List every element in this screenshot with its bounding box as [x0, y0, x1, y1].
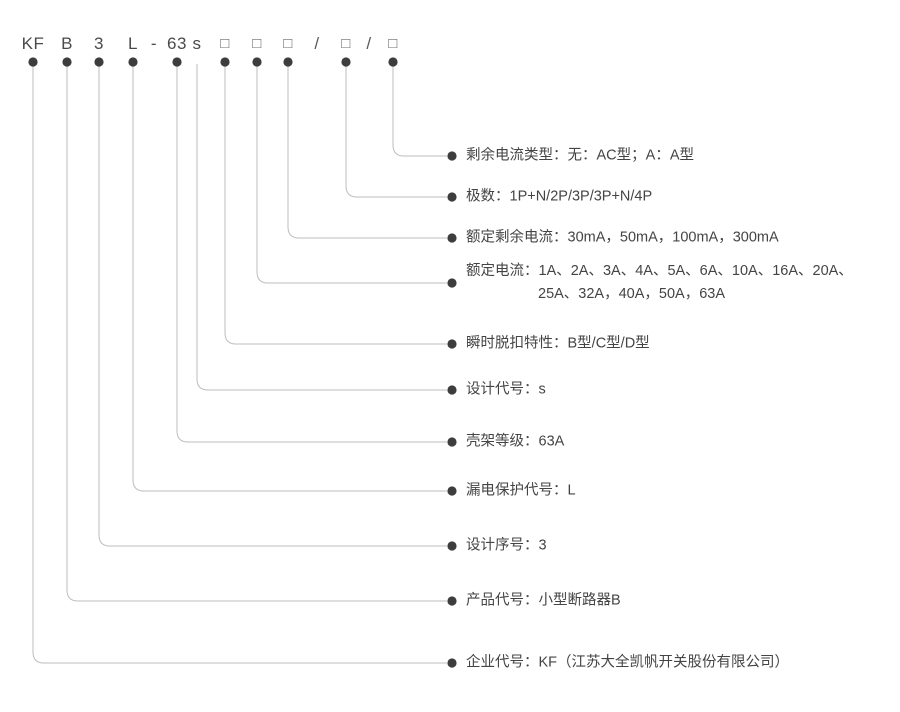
- callout-bullet-product-code: [447, 596, 457, 606]
- callout-text-primary: 额定剩余电流：30mA，50mA，100mA，300mA: [466, 229, 779, 246]
- code-token-4: -: [150, 34, 158, 53]
- connector-wire-enterprise-code: [32, 66, 447, 664]
- callout-label-product-code: 产品代号：小型断路器B: [466, 590, 621, 613]
- callout-bullet-design-code: [447, 385, 457, 395]
- code-marker-dot-2: [94, 57, 104, 67]
- code-token-9: □: [283, 35, 293, 52]
- connector-wire-rated-residual-current: [287, 66, 447, 239]
- code-marker-dot-5: [172, 57, 182, 67]
- callout-label-rated-residual-current: 额定剩余电流：30mA，50mA，100mA，300mA: [466, 227, 779, 250]
- code-token-12: /: [366, 34, 372, 53]
- code-token-0: KF: [21, 34, 45, 53]
- connector-wire-design-code: [196, 64, 447, 391]
- callout-bullet-enterprise-code: [447, 658, 457, 668]
- model-code-row: KF B 3 L-63 s □ □ □ / □ / □: [0, 32, 900, 58]
- callout-text-primary: 极数：1P+N/2P/3P/3P+N/4P: [466, 188, 653, 205]
- code-token-2: 3: [94, 34, 104, 53]
- code-token-3: L: [128, 34, 138, 53]
- callout-label-design-serial-number: 设计序号：3: [466, 535, 547, 558]
- callout-text-primary: 额定电流：1A、2A、3A、4A、5A、6A、10A、16A、20A、: [466, 263, 853, 279]
- callout-bullet-residual-current-type: [447, 151, 457, 161]
- callout-bullet-pole-count: [447, 192, 457, 202]
- connector-wire-residual-current-type: [392, 66, 447, 157]
- connector-wire-pole-count: [345, 66, 447, 198]
- code-token-6: s: [192, 34, 202, 53]
- callout-text-primary: 壳架等级：63A: [466, 433, 565, 450]
- callout-bullet-rated-residual-current: [447, 233, 457, 243]
- callout-label-residual-current-type: 剩余电流类型：无：AC型；A：A型: [466, 145, 694, 168]
- callout-bullet-rated-current: [447, 278, 457, 288]
- code-token-1: B: [61, 34, 73, 53]
- code-marker-dot-9: [283, 57, 293, 67]
- callout-text-primary: 瞬时脱扣特性：B型/C型/D型: [466, 335, 650, 352]
- code-marker-dot-13: [388, 57, 398, 67]
- callout-label-instantaneous-trip-characteristic: 瞬时脱扣特性：B型/C型/D型: [466, 333, 650, 356]
- code-marker-dot-0: [28, 57, 38, 67]
- connector-wire-design-serial-number: [98, 66, 447, 547]
- callout-bullet-design-serial-number: [447, 541, 457, 551]
- code-token-13: □: [388, 35, 398, 52]
- callout-bullet-earth-leakage-protection-code: [447, 486, 457, 496]
- callout-label-enterprise-code: 企业代号：KF（江苏大全凯帆开关股份有限公司）: [466, 652, 789, 675]
- code-marker-dot-1: [62, 57, 72, 67]
- callout-text-primary: 产品代号：小型断路器B: [466, 592, 621, 609]
- code-token-8: □: [252, 35, 262, 52]
- code-token-5: 63: [167, 34, 187, 53]
- callout-text-primary: 设计序号：3: [466, 537, 547, 554]
- callout-text-primary: 剩余电流类型：无：AC型；A：A型: [466, 147, 694, 164]
- connector-wire-product-code: [66, 66, 447, 602]
- code-marker-dot-7: [220, 57, 230, 67]
- callout-bullet-frame-rating: [447, 437, 457, 447]
- callout-text-primary: 设计代号：s: [466, 381, 546, 398]
- callout-text-secondary: 25A、32A，40A，50A，63A: [538, 286, 725, 302]
- callout-label-frame-rating: 壳架等级：63A: [466, 431, 564, 454]
- code-token-11: □: [341, 35, 351, 52]
- callout-text-primary: 企业代号：KF（江苏大全凯帆开关股份有限公司）: [466, 654, 790, 671]
- code-marker-dot-8: [252, 57, 262, 67]
- callout-label-earth-leakage-protection-code: 漏电保护代号：L: [466, 480, 576, 503]
- code-marker-dot-11: [341, 57, 351, 67]
- code-token-10: /: [314, 34, 320, 53]
- callout-bullet-instantaneous-trip-characteristic: [447, 339, 457, 349]
- connector-wire-earth-leakage-protection-code: [132, 66, 447, 492]
- callout-label-rated-current: 额定电流：1A、2A、3A、4A、5A、6A、10A、16A、20A、 25A、3…: [466, 260, 853, 306]
- code-token-7: □: [220, 35, 230, 52]
- callout-label-design-code: 设计代号：s: [466, 379, 546, 402]
- callout-label-pole-count: 极数：1P+N/2P/3P/3P+N/4P: [466, 186, 652, 209]
- connector-wire-frame-rating: [176, 66, 447, 443]
- callout-text-primary: 漏电保护代号：L: [466, 482, 576, 499]
- connector-wire-instantaneous-trip-characteristic: [224, 66, 447, 345]
- code-marker-dot-3: [128, 57, 138, 67]
- connector-wire-rated-current: [256, 66, 447, 284]
